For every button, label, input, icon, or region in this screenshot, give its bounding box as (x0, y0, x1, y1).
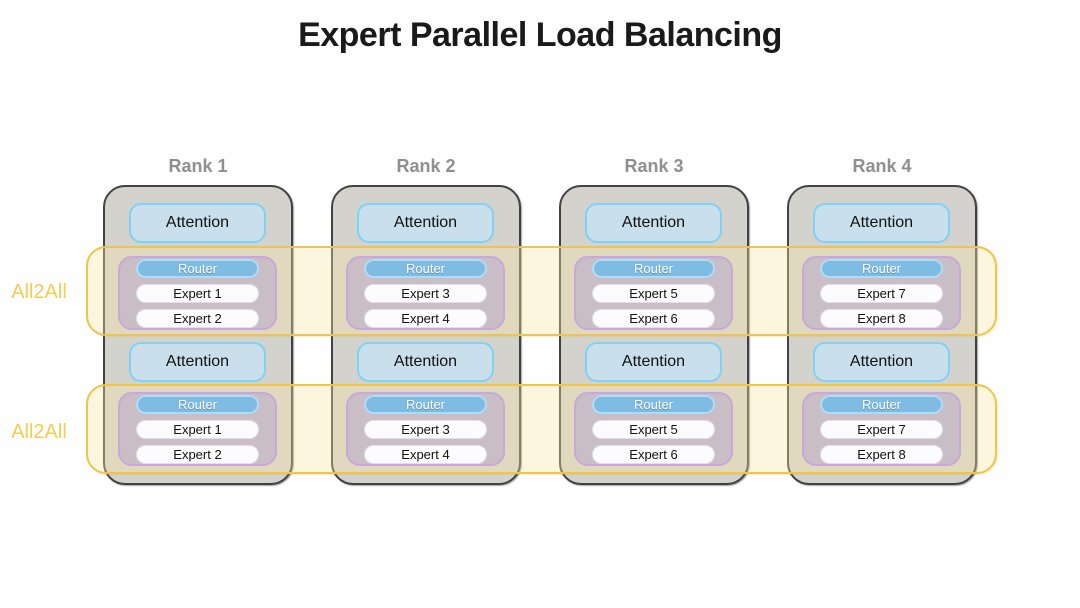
router-block: Router (820, 259, 943, 278)
expert-group: Router Expert 3 Expert 4 (346, 392, 505, 466)
router-block: Router (136, 395, 259, 414)
expert-group: Router Expert 5 Expert 6 (574, 392, 733, 466)
expert-group: Router Expert 7 Expert 8 (802, 392, 961, 466)
rank-2-label: Rank 2 (396, 156, 456, 176)
all2all-label-top: All2All (11, 281, 67, 303)
router-block: Router (364, 259, 487, 278)
expert-block: Expert 7 (820, 420, 943, 439)
diagram-title: Expert Parallel Load Balancing (298, 16, 782, 54)
attention-block: Attention (357, 342, 494, 382)
router-block: Router (592, 259, 715, 278)
expert-block: Expert 1 (136, 284, 259, 303)
attention-block: Attention (813, 342, 950, 382)
router-block: Router (592, 395, 715, 414)
all2all-label-bottom: All2All (11, 421, 67, 443)
rank-3-label: Rank 3 (624, 156, 684, 176)
expert-block: Expert 4 (364, 309, 487, 328)
router-block: Router (364, 395, 487, 414)
expert-block: Expert 6 (592, 445, 715, 464)
expert-block: Expert 7 (820, 284, 943, 303)
expert-block: Expert 1 (136, 420, 259, 439)
expert-block: Expert 8 (820, 445, 943, 464)
attention-block: Attention (813, 203, 950, 243)
expert-block: Expert 5 (592, 420, 715, 439)
expert-block: Expert 5 (592, 284, 715, 303)
expert-block: Expert 4 (364, 445, 487, 464)
expert-group: Router Expert 1 Expert 2 (118, 256, 277, 330)
expert-block: Expert 6 (592, 309, 715, 328)
expert-block: Expert 3 (364, 284, 487, 303)
attention-block: Attention (585, 342, 722, 382)
expert-block: Expert 8 (820, 309, 943, 328)
expert-group: Router Expert 1 Expert 2 (118, 392, 277, 466)
expert-block: Expert 3 (364, 420, 487, 439)
rank-1-label: Rank 1 (168, 156, 228, 176)
expert-block: Expert 2 (136, 445, 259, 464)
attention-block: Attention (129, 342, 266, 382)
expert-group: Router Expert 5 Expert 6 (574, 256, 733, 330)
router-block: Router (820, 395, 943, 414)
expert-block: Expert 2 (136, 309, 259, 328)
rank-4-label: Rank 4 (852, 156, 912, 176)
attention-block: Attention (357, 203, 494, 243)
expert-group: Router Expert 7 Expert 8 (802, 256, 961, 330)
attention-block: Attention (585, 203, 722, 243)
router-block: Router (136, 259, 259, 278)
attention-block: Attention (129, 203, 266, 243)
expert-group: Router Expert 3 Expert 4 (346, 256, 505, 330)
